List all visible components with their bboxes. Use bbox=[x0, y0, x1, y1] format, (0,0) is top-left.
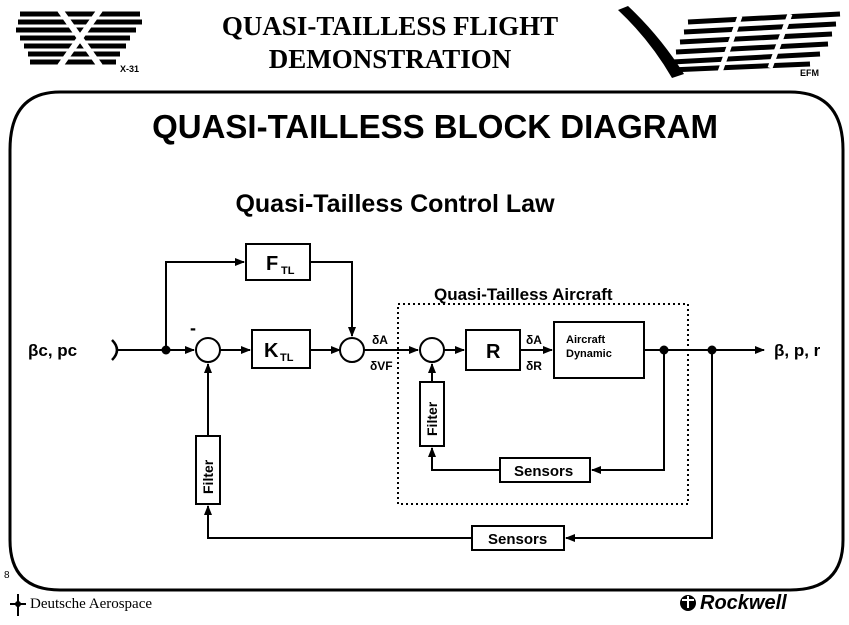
minus-sign: - bbox=[190, 318, 196, 338]
input-label: βc, pc bbox=[28, 341, 77, 360]
rockwell-logo-icon bbox=[680, 595, 696, 611]
gain-block-sub: TL bbox=[280, 352, 294, 364]
x31-logo: X-31 bbox=[14, 8, 144, 74]
svg-text:F: F bbox=[266, 253, 278, 275]
gain-block-label: K bbox=[264, 340, 279, 362]
ff-block-label: F bbox=[266, 253, 278, 275]
footer-deutsche-aerospace: Deutsche Aerospace bbox=[30, 596, 152, 613]
delta-r-label: δR bbox=[526, 359, 542, 373]
sum-junction-2 bbox=[340, 338, 364, 362]
dynamics-line1: Aircraft bbox=[566, 334, 605, 346]
page-number: 8 bbox=[4, 570, 10, 581]
delta-vf-label: δVF bbox=[370, 359, 393, 373]
outer-sensors-label: Sensors bbox=[488, 531, 547, 548]
x31-logo-text: X-31 bbox=[120, 64, 139, 74]
efm-logo: EFM bbox=[618, 6, 840, 78]
ff-block-sub: TL bbox=[281, 265, 295, 277]
inner-filter-label: Filter bbox=[424, 401, 440, 436]
efm-logo-text: EFM bbox=[800, 68, 819, 78]
output-label: β, p, r bbox=[774, 341, 821, 360]
delta-a2-label: δA bbox=[526, 333, 542, 347]
outer-filter-label: Filter bbox=[200, 459, 216, 494]
inner-sensors-label: Sensors bbox=[514, 463, 573, 480]
sum-junction-3 bbox=[420, 338, 444, 362]
deutsche-aerospace-logo bbox=[10, 594, 26, 616]
sum-junction-1 bbox=[196, 338, 220, 362]
footer-rockwell: Rockwell bbox=[700, 592, 787, 615]
delta-a-label: δA bbox=[372, 333, 388, 347]
aircraft-group-label: Quasi-Tailless Aircraft bbox=[434, 285, 613, 304]
dynamics-line2: Dynamic bbox=[566, 348, 612, 360]
r-block-label: R bbox=[486, 341, 501, 363]
